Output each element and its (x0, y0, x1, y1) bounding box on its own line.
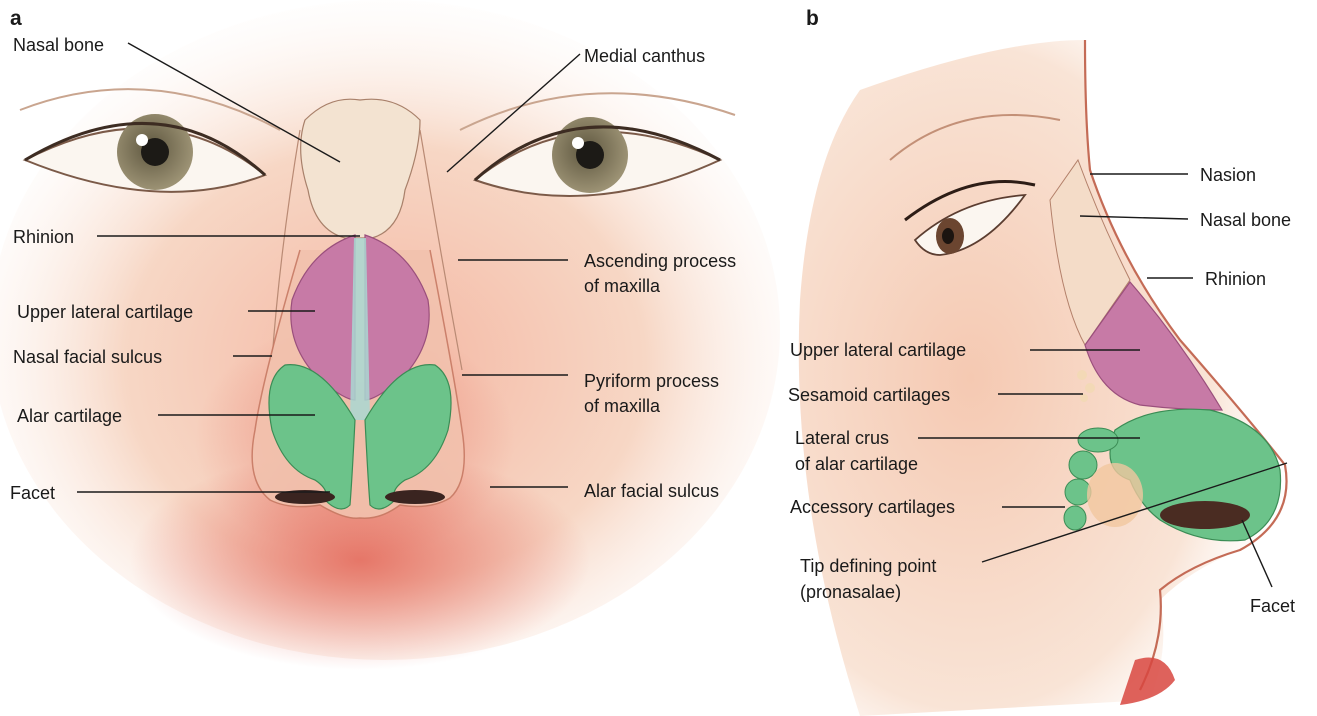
label-nasal-facial-sulcus: Nasal facial sulcus (13, 347, 162, 367)
nostril-b (1160, 501, 1250, 529)
label-accessory-cartilages: Accessory cartilages (790, 497, 955, 517)
label-upper-lateral-cartilage-a: Upper lateral cartilage (17, 302, 193, 322)
label-medial-canthus: Medial canthus (584, 46, 705, 66)
label-alar-cartilage: Alar cartilage (17, 406, 122, 426)
accessory-cartilage-2 (1069, 451, 1097, 479)
sesamoid-2 (1085, 383, 1095, 393)
label-upper-lateral-cartilage-b: Upper lateral cartilage (790, 340, 966, 360)
face-b-skin (799, 40, 1290, 716)
accessory-cartilage-3 (1065, 479, 1091, 505)
label-alar-facial-sulcus: Alar facial sulcus (584, 481, 719, 501)
label-lateral-crus-cont: of alar cartilage (795, 454, 918, 474)
sesamoid-3 (1080, 394, 1088, 402)
label-lateral-crus: Lateral crus (795, 428, 889, 448)
label-pyriform-process-cont: of maxilla (584, 396, 661, 416)
label-nasal-bone-b: Nasal bone (1200, 210, 1291, 230)
label-rhinion-a: Rhinion (13, 227, 74, 247)
label-ascending-process-cont: of maxilla (584, 276, 661, 296)
label-rhinion-b: Rhinion (1205, 269, 1266, 289)
label-tip-defining-point-cont: (pronasalae) (800, 582, 901, 602)
label-facet-b: Facet (1250, 596, 1295, 616)
panel-a-illustration (0, 0, 780, 670)
label-ascending-process: Ascending process (584, 251, 736, 271)
panel-letter-a: a (10, 7, 22, 30)
label-tip-defining-point: Tip defining point (800, 556, 936, 576)
label-nasion: Nasion (1200, 165, 1256, 185)
sesamoid-1 (1077, 370, 1087, 380)
panel-b-illustration (799, 40, 1290, 716)
nostril-right (385, 490, 445, 504)
alar-lobule (1087, 463, 1143, 527)
label-nasal-bone-a: Nasal bone (13, 35, 104, 55)
label-pyriform-process: Pyriform process (584, 371, 719, 391)
accessory-cartilage-1 (1078, 428, 1118, 452)
panel-letter-b: b (806, 7, 819, 30)
accessory-cartilage-4 (1064, 506, 1086, 530)
label-sesamoid-cartilages: Sesamoid cartilages (788, 385, 950, 405)
label-facet-a: Facet (10, 483, 55, 503)
